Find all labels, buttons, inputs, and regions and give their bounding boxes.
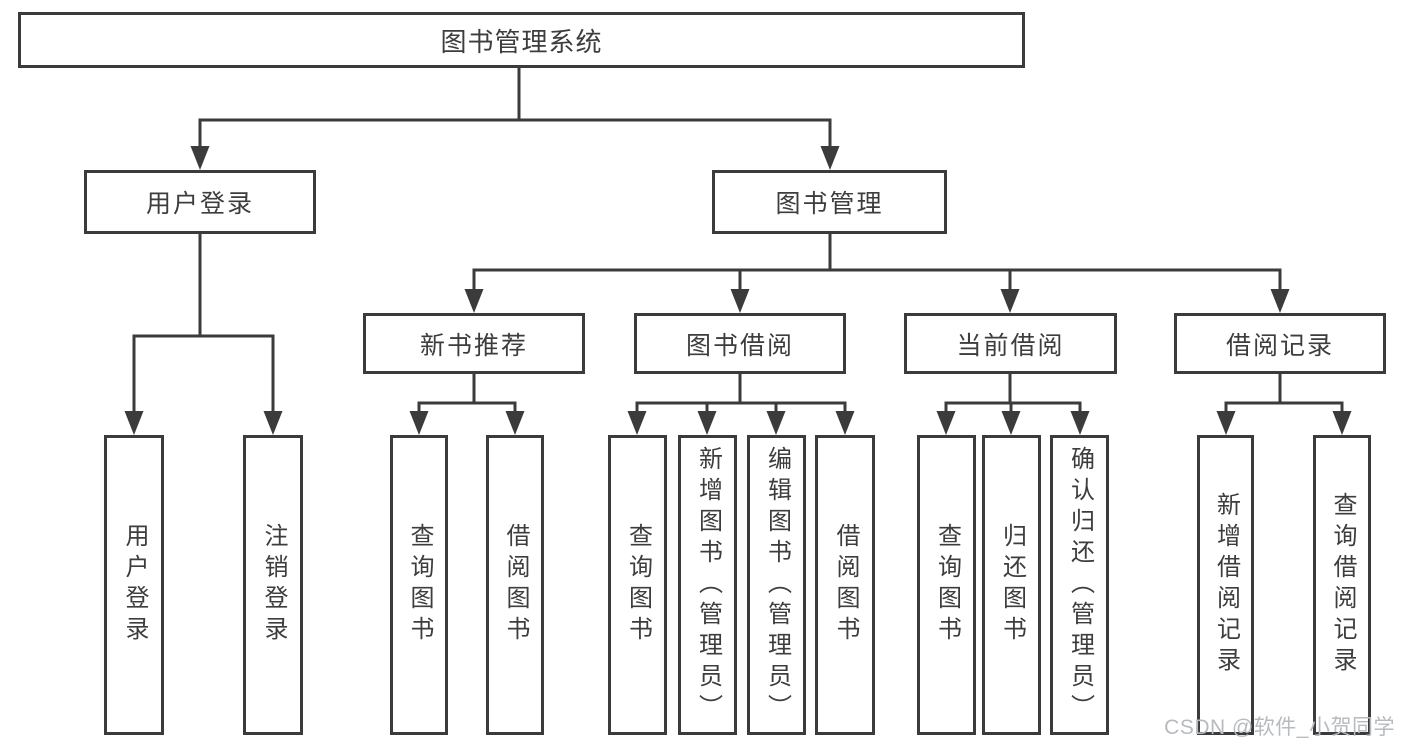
csdn-watermark: CSDN @软件_小贺同学 [1164, 716, 1395, 739]
leaf-query-books-recommend: 查询图书 [390, 435, 448, 735]
leaf-user-login: 用户登录 [104, 435, 164, 735]
node-current-borrowing: 当前借阅 [904, 313, 1117, 374]
leaf-add-book-admin: 新增图书（管理员） [678, 435, 737, 735]
leaf-return-books: 归还图书 [982, 435, 1041, 735]
leaf-query-borrow-record: 查询借阅记录 [1313, 435, 1371, 735]
node-borrowing-records: 借阅记录 [1174, 313, 1386, 374]
node-book-management: 图书管理 [712, 170, 947, 234]
leaf-borrow-books-recommend: 借阅图书 [486, 435, 544, 735]
leaf-edit-book-admin: 编辑图书（管理员） [747, 435, 806, 735]
leaf-borrow-books: 借阅图书 [815, 435, 875, 735]
leaf-confirm-return-admin: 确认归还（管理员） [1050, 435, 1109, 735]
leaf-query-books-borrowing: 查询图书 [608, 435, 667, 735]
leaf-add-borrow-record: 新增借阅记录 [1197, 435, 1254, 735]
leaf-query-books-current: 查询图书 [917, 435, 976, 735]
node-user-login: 用户登录 [84, 170, 316, 234]
leaf-logout: 注销登录 [243, 435, 303, 735]
node-book-borrowing: 图书借阅 [634, 313, 846, 374]
node-new-book-recommend: 新书推荐 [363, 313, 585, 374]
node-library-management-system: 图书管理系统 [18, 12, 1025, 68]
